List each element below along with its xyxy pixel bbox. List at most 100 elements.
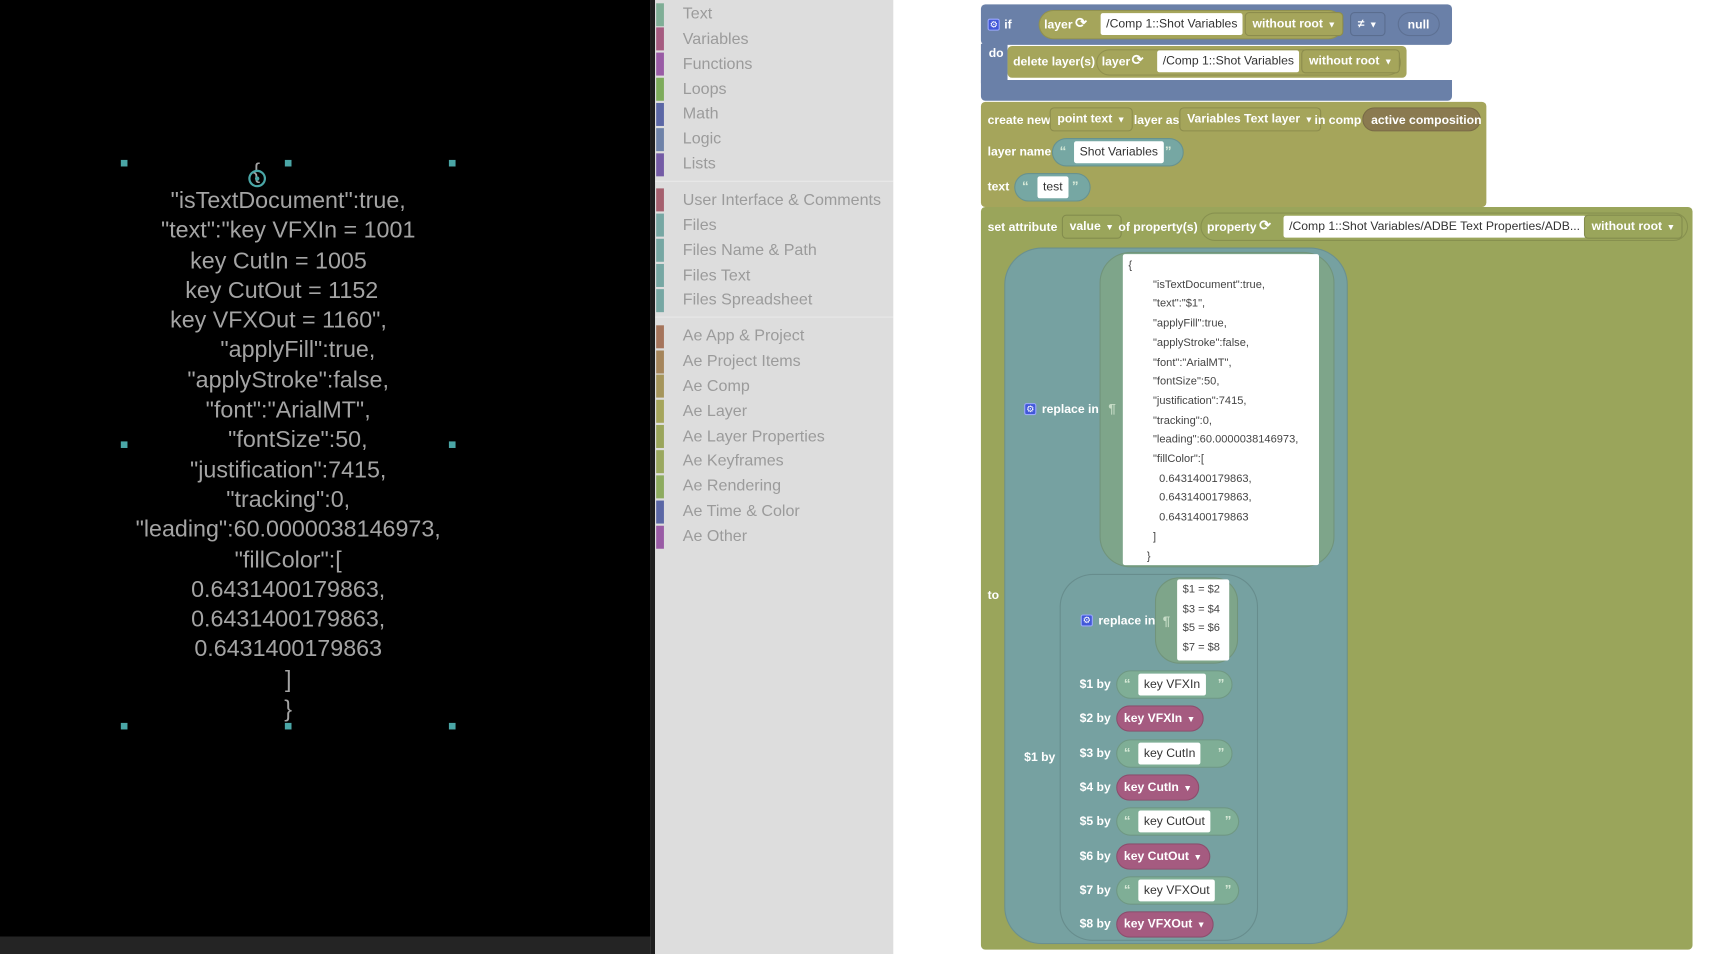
layer-path-field[interactable]: /Comp 1::Shot Variables [1100, 13, 1243, 36]
toolbox-category[interactable]: Ae Layer [655, 400, 893, 424]
category-color-swatch [656, 238, 664, 262]
chevron-down-icon: ▼ [1304, 115, 1314, 125]
toolbox-category[interactable]: Files Name & Path [655, 238, 893, 262]
text-layer-line: "isTextDocument":true, [170, 188, 406, 214]
toolbox-category[interactable]: Lists [655, 152, 893, 176]
category-label: Ae App & Project [682, 327, 805, 346]
category-label: Files Spreadsheet [682, 291, 813, 310]
toolbox-category[interactable]: Ae Keyframes [655, 450, 893, 474]
gear-icon[interactable]: ⚙ [987, 18, 1000, 31]
toolbox-category[interactable]: Ae App & Project [655, 324, 893, 348]
gear-icon[interactable]: ⚙ [1024, 403, 1037, 416]
property-path-field[interactable]: /Comp 1::Shot Variables/ADBE Text Proper… [1283, 215, 1586, 238]
toolbox-category[interactable]: Ae Time & Color [655, 500, 893, 524]
layer-label: layer [1044, 18, 1073, 32]
in-comp-label: in comp [1314, 113, 1362, 128]
category-color-swatch [656, 52, 664, 76]
row-by-label: $6 by [1079, 849, 1111, 863]
if-block-footer [980, 79, 1453, 101]
toolbox-category[interactable]: Ae Other [655, 525, 893, 549]
replacement-text-field[interactable]: key VFXOut [1138, 879, 1216, 902]
toolbox-category[interactable]: Files [655, 213, 893, 237]
close-quote-icon: ” [1224, 881, 1232, 897]
if-label: if [1004, 18, 1012, 32]
transform-handle[interactable] [120, 441, 128, 448]
blocks-workspace[interactable]: ⚙ if do layer ⟳ /Comp 1::Shot Variables … [893, 0, 1718, 954]
variable-getter-dropdown[interactable]: key CutOut▼ [1116, 842, 1210, 870]
gear-icon[interactable]: ⚙ [1080, 614, 1093, 627]
composition-viewer[interactable]: { "isTextDocument":true,"text":"key VFXI… [0, 0, 651, 954]
toolbox-category[interactable]: Files Spreadsheet [655, 288, 893, 312]
toolbox-category[interactable]: Text [655, 2, 893, 26]
category-color-swatch [656, 525, 664, 549]
if-block-spine [980, 43, 1008, 84]
refresh-icon[interactable]: ⟳ [1259, 216, 1272, 234]
variable-getter-dropdown[interactable]: key VFXIn▼ [1116, 705, 1204, 732]
category-color-swatch [656, 102, 664, 126]
variable-dropdown[interactable]: Variables Text layer▼ [1179, 107, 1322, 132]
toolbox-category[interactable]: User Interface & Comments [655, 188, 893, 212]
chevron-down-icon: ▼ [1368, 19, 1378, 30]
category-color-swatch [656, 263, 664, 287]
replacement-text-field[interactable]: key VFXIn [1138, 673, 1206, 696]
row-by-label: $4 by [1079, 780, 1111, 794]
toolbox-category[interactable]: Math [655, 102, 893, 126]
transform-handle[interactable] [284, 722, 292, 730]
toolbox-category[interactable]: Functions [655, 52, 893, 76]
create-new-label: create new [987, 113, 1051, 128]
active-composition-block[interactable] [1362, 107, 1481, 132]
text-layer-line: key CutOut = 1152 [185, 278, 392, 304]
pattern-field[interactable]: $1 = $2 $3 = $4 $5 = $6 $7 = $8 [1177, 579, 1230, 661]
replacement-text-field[interactable]: key CutOut [1138, 810, 1211, 833]
attribute-value: value [1069, 220, 1101, 234]
layer-name-field[interactable]: Shot Variables [1074, 141, 1164, 164]
root-option-dropdown[interactable]: without root▼ [1301, 49, 1401, 74]
category-label: User Interface & Comments [682, 191, 882, 210]
replacement-text-field[interactable]: key CutIn [1138, 742, 1201, 765]
text-layer-content[interactable]: "isTextDocument":true,"text":"key VFXIn … [111, 186, 466, 724]
root-option-value: without root [1591, 220, 1663, 234]
category-label: Functions [682, 55, 753, 74]
toolbox-category[interactable]: Ae Layer Properties [655, 425, 893, 449]
attribute-dropdown[interactable]: value▼ [1061, 214, 1122, 239]
variable-value: Variables Text layer [1187, 112, 1301, 126]
null-block[interactable] [1397, 12, 1440, 37]
toolbox-category[interactable]: Variables [655, 27, 893, 51]
toolbox-category[interactable]: Loops [655, 77, 893, 101]
root-option-value: without root [1309, 54, 1380, 68]
transform-handle[interactable] [448, 441, 456, 448]
transform-handle[interactable] [284, 159, 292, 167]
variable-getter-dropdown[interactable]: key VFXOut▼ [1116, 911, 1214, 938]
transform-handle[interactable] [120, 722, 128, 730]
toolbox-category[interactable]: Files Text [655, 263, 893, 287]
transform-handle[interactable] [448, 159, 456, 167]
category-color-swatch [656, 500, 664, 524]
panel-divider[interactable] [650, 0, 656, 954]
text-value-field[interactable]: test [1037, 176, 1069, 199]
toolbox-category[interactable]: Ae Comp [655, 374, 893, 399]
variable-getter-dropdown[interactable]: key CutIn▼ [1116, 774, 1200, 801]
toolbox-category[interactable]: Ae Project Items [655, 349, 893, 374]
refresh-icon[interactable]: ⟳ [1131, 51, 1144, 68]
category-label: Text [682, 5, 713, 24]
category-color-swatch [656, 324, 664, 348]
text-layer-line: 0.6431400179863, [191, 577, 386, 603]
text-type-dropdown[interactable]: point text▼ [1049, 107, 1134, 132]
root-option-dropdown[interactable]: without root▼ [1244, 12, 1344, 37]
layer-path-field[interactable]: /Comp 1::Shot Variables [1157, 50, 1300, 73]
transform-handle[interactable] [120, 159, 128, 167]
toolbox-category[interactable]: Logic [655, 127, 893, 151]
category-color-swatch [656, 349, 664, 374]
transform-handle[interactable] [448, 722, 456, 730]
root-option-dropdown[interactable]: without root▼ [1583, 214, 1684, 239]
category-color-swatch [656, 450, 664, 474]
operator-dropdown[interactable]: ≠▼ [1350, 12, 1386, 37]
toolbox-category[interactable]: Ae Rendering [655, 475, 893, 499]
chevron-down-icon: ▼ [1666, 222, 1676, 233]
category-color-swatch [656, 475, 664, 499]
json-template-field[interactable]: { "isTextDocument":true, "text":"$1", "a… [1122, 254, 1319, 566]
refresh-icon[interactable]: ⟳ [1075, 14, 1088, 31]
root-option-value: without root [1252, 17, 1323, 31]
anchor-point-icon[interactable] [248, 169, 267, 188]
